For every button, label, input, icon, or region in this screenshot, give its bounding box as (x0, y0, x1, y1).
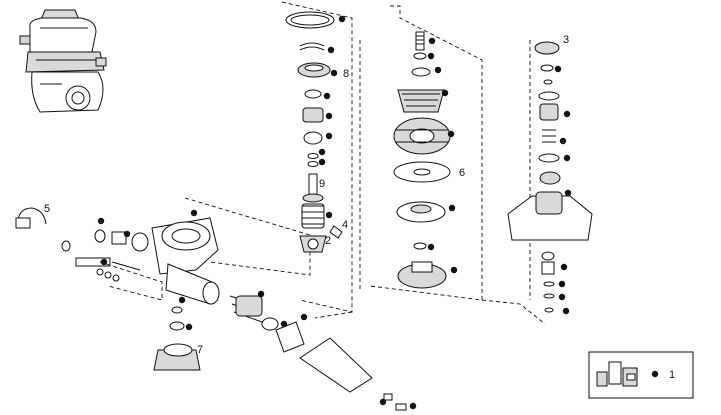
callout-3: 3 (563, 34, 569, 46)
callout-marker (428, 37, 436, 45)
callout-marker (178, 296, 186, 304)
callout-marker (318, 148, 326, 156)
callout-marker (560, 263, 568, 271)
callout-marker (97, 217, 105, 225)
callout-marker (185, 323, 193, 331)
callout-marker (563, 154, 571, 162)
column-2-parts (393, 31, 451, 289)
column-3-parts (507, 41, 593, 313)
callout-8: 8 (343, 68, 349, 80)
callout-7: 7 (197, 344, 203, 356)
callout-marker (338, 15, 346, 23)
assembled-valve-illustration (19, 9, 107, 113)
callout-marker (559, 137, 567, 145)
callout-1: 1 (669, 369, 675, 381)
callout-6: 6 (459, 167, 465, 179)
assembly-guide-lines (99, 1, 546, 325)
callout-markers (97, 15, 572, 410)
callout-marker (190, 209, 198, 217)
callout-5: 5 (44, 203, 50, 215)
callout-marker (280, 320, 288, 328)
callout-marker (441, 89, 449, 97)
lower-assembly-parts (15, 207, 407, 411)
callout-9: 9 (319, 178, 325, 190)
callout-marker (450, 266, 458, 274)
callout-marker (323, 92, 331, 100)
callout-marker (427, 243, 435, 251)
callout-marker (558, 280, 566, 288)
callout-marker (427, 52, 435, 60)
callout-marker (100, 258, 108, 266)
callout-numbers: 8 9 4 2 6 3 5 7 (44, 34, 569, 356)
callout-marker (434, 66, 442, 74)
callout-marker (562, 307, 570, 315)
callout-marker (379, 398, 387, 406)
callout-marker (300, 313, 308, 321)
callout-marker (409, 402, 417, 410)
callout-4: 4 (342, 219, 348, 231)
callout-marker (448, 204, 456, 212)
callout-marker (123, 230, 131, 238)
callout-marker (318, 158, 326, 166)
callout-marker (325, 132, 333, 140)
callout-marker (330, 69, 338, 77)
callout-marker (327, 46, 335, 54)
callout-marker (325, 211, 333, 219)
callout-marker (325, 112, 333, 120)
callout-marker (563, 110, 571, 118)
callout-marker (564, 189, 572, 197)
column-1-parts (285, 11, 343, 253)
callout-2: 2 (325, 235, 331, 247)
callout-marker (447, 130, 455, 138)
callout-marker (257, 290, 265, 298)
callout-marker (651, 370, 659, 378)
kit-box: 1 (588, 351, 694, 399)
callout-marker (558, 293, 566, 301)
callout-marker (554, 65, 562, 73)
